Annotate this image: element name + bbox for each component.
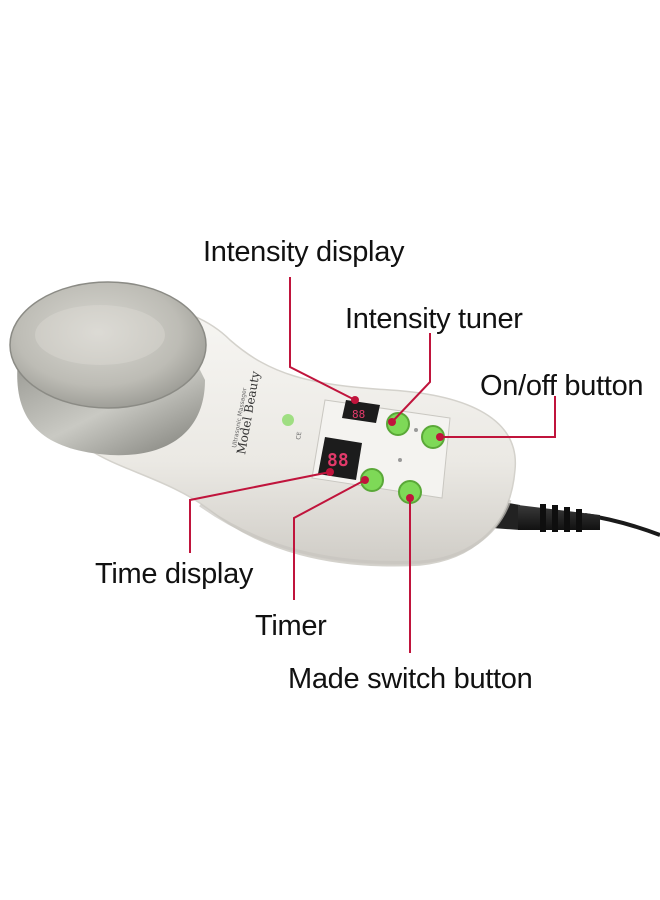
label-intensity-display: Intensity display <box>203 236 405 268</box>
metal-head <box>9 281 207 456</box>
label-time-display: Time display <box>95 558 254 590</box>
label-mode-switch-button: Made switch button <box>288 663 533 695</box>
svg-text:88: 88 <box>352 408 365 421</box>
label-timer: Timer <box>255 610 327 642</box>
power-cable <box>492 500 660 537</box>
svg-text:CE: CE <box>295 431 303 440</box>
control-panel: 88 88 Model Beauty Ultrasonic Massager C… <box>231 370 451 504</box>
label-onoff-button: On/off button <box>480 370 644 402</box>
intensity-display-screen <box>342 400 380 423</box>
callout-dots <box>326 396 444 502</box>
label-intensity-tuner: Intensity tuner <box>345 303 523 335</box>
callout-lines <box>189 277 556 653</box>
svg-text:88: 88 <box>327 450 349 471</box>
